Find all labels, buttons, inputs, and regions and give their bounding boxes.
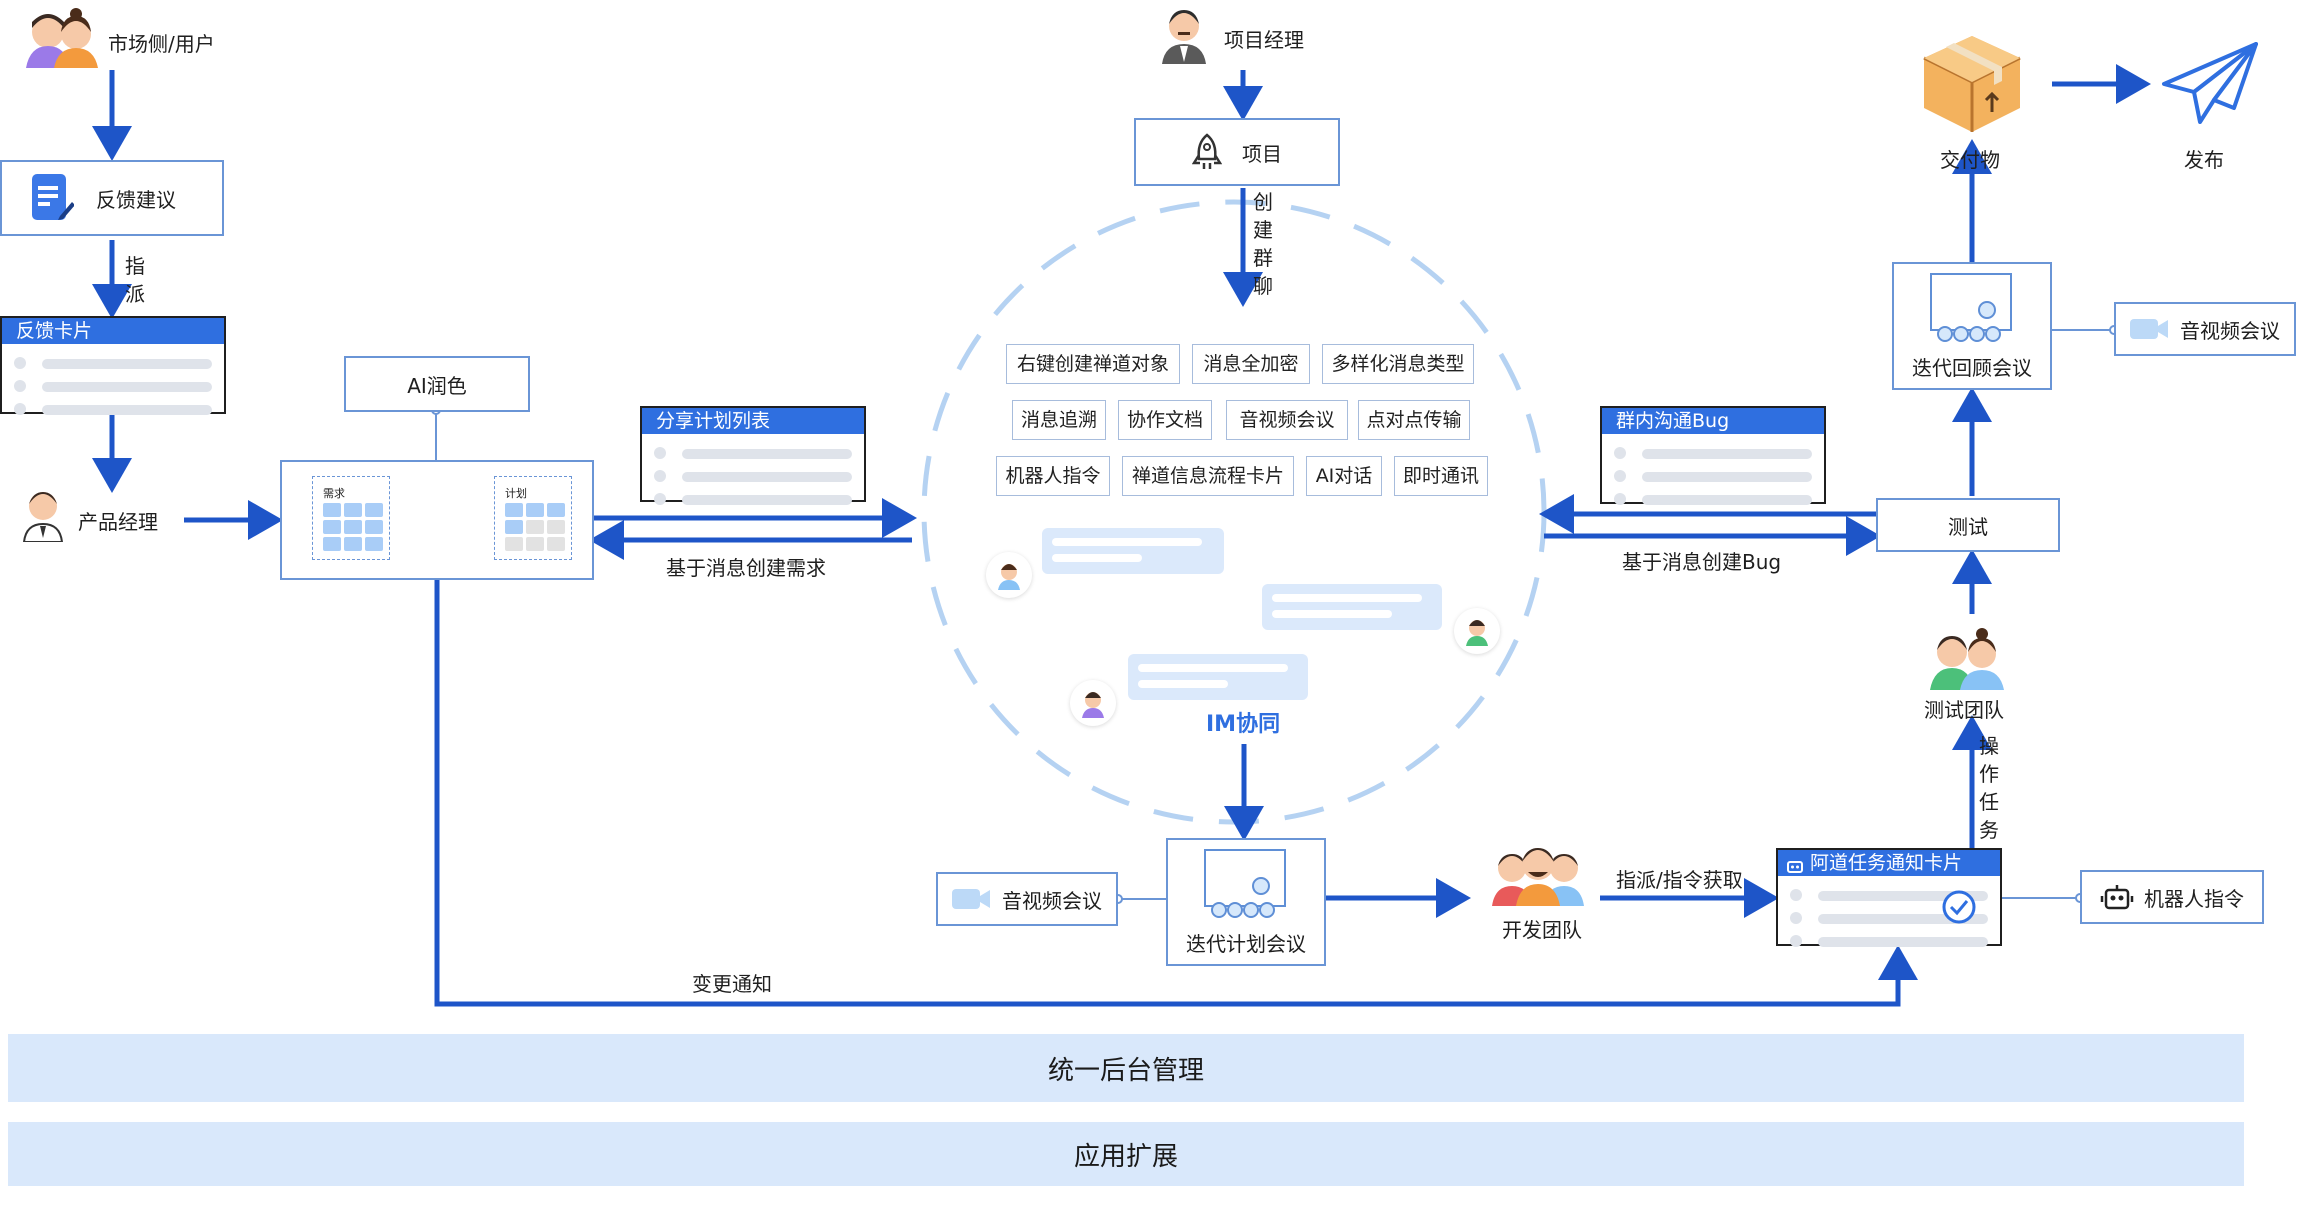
robot-command-label: 机器人指令 bbox=[2144, 886, 2244, 911]
feedback-card-title: 反馈卡片 bbox=[2, 318, 224, 344]
robot-icon bbox=[2100, 882, 2134, 912]
ai-polish-node[interactable]: AI润色 bbox=[344, 356, 530, 412]
feature-chip-9[interactable]: AI对话 bbox=[1306, 456, 1382, 496]
test-label: 测试 bbox=[1948, 514, 1988, 539]
unified-admin-label: 统一后台管理 bbox=[1047, 1055, 1204, 1086]
task-notify-card-title: 阿道任务通知卡片 bbox=[1778, 850, 2000, 876]
project-node[interactable]: 项目 bbox=[1134, 118, 1340, 186]
project-manager-avatar-icon bbox=[1156, 2, 1212, 64]
av-meeting-right-label: 音视频会议 bbox=[2180, 318, 2280, 343]
av-meeting-left-node[interactable]: 音视频会议 bbox=[936, 872, 1118, 926]
app-extension-label: 应用扩展 bbox=[1073, 1141, 1178, 1172]
robot-command-node[interactable]: 机器人指令 bbox=[2080, 870, 2264, 924]
project-manager-label: 项目经理 bbox=[1224, 28, 1304, 52]
app-extension-band: 应用扩展 bbox=[8, 1122, 2244, 1186]
check-circle-icon bbox=[1942, 890, 1976, 924]
group-bug-card[interactable]: 群内沟通Bug bbox=[1600, 406, 1826, 505]
chat-user-avatar-icon bbox=[986, 552, 1032, 598]
iteration-plan-label: 迭代计划会议 bbox=[1186, 931, 1306, 956]
project-label: 项目 bbox=[1242, 141, 1282, 166]
test-team-label: 测试团队 bbox=[1924, 698, 2004, 722]
feature-chip-3[interactable]: 消息追溯 bbox=[1012, 400, 1106, 440]
ai-polish-label: AI润色 bbox=[407, 373, 467, 398]
chat-user-avatar-icon bbox=[1454, 608, 1500, 654]
feature-chip-1[interactable]: 消息全加密 bbox=[1192, 344, 1310, 384]
dev-team-label: 开发团队 bbox=[1502, 918, 1582, 942]
test-node[interactable]: 测试 bbox=[1876, 498, 2060, 552]
av-meeting-right-node[interactable]: 音视频会议 bbox=[2114, 302, 2296, 356]
feature-chip-7[interactable]: 机器人指令 bbox=[996, 456, 1110, 496]
create-group-chat-label: 创建群聊 bbox=[1253, 190, 1273, 298]
av-meeting-left-label: 音视频会议 bbox=[1002, 888, 1102, 913]
feature-chip-0[interactable]: 右键创建禅道对象 bbox=[1006, 344, 1180, 384]
rocket-icon bbox=[1191, 133, 1223, 171]
meeting-screen-icon bbox=[1201, 848, 1291, 924]
deliverable-box-icon bbox=[1916, 28, 2028, 140]
plan-grid[interactable]: 计划 bbox=[494, 476, 572, 560]
dev-team-avatar-icon bbox=[1486, 840, 1590, 906]
feature-chip-4[interactable]: 协作文档 bbox=[1118, 400, 1212, 440]
feedback-suggestion-label: 反馈建议 bbox=[96, 187, 176, 212]
task-notify-card[interactable]: 阿道任务通知卡片 bbox=[1776, 848, 2002, 947]
create-bug-from-msg-label: 基于消息创建Bug bbox=[1622, 550, 1782, 574]
plan-grid-title: 计划 bbox=[505, 487, 527, 500]
feedback-card[interactable]: 反馈卡片 bbox=[0, 316, 226, 415]
feature-chip-6[interactable]: 点对点传输 bbox=[1358, 400, 1470, 440]
change-notice-label: 变更通知 bbox=[692, 972, 772, 996]
video-camera-icon bbox=[2130, 317, 2170, 341]
operate-task-label: 操作任务 bbox=[1979, 734, 1999, 842]
requirement-grid[interactable]: 需求 bbox=[312, 476, 390, 560]
unified-admin-band: 统一后台管理 bbox=[8, 1034, 2244, 1102]
chat-bubble bbox=[1262, 584, 1442, 630]
share-plan-card[interactable]: 分享计划列表 bbox=[640, 406, 866, 505]
meeting-screen-icon bbox=[1927, 272, 2017, 348]
iteration-review-label: 迭代回顾会议 bbox=[1912, 355, 2032, 380]
requirement-grid-title: 需求 bbox=[323, 487, 345, 500]
iteration-review-node[interactable]: 迭代回顾会议 bbox=[1892, 262, 2052, 390]
feedback-suggestion-node[interactable]: 反馈建议 bbox=[0, 160, 224, 236]
market-user-avatar-icon bbox=[22, 6, 102, 68]
group-bug-card-title: 群内沟通Bug bbox=[1602, 408, 1824, 434]
chat-bubble bbox=[1042, 528, 1224, 574]
test-team-avatar-icon bbox=[1924, 624, 2008, 690]
create-req-from-msg-label: 基于消息创建需求 bbox=[666, 556, 826, 580]
im-collab-label: IM协同 bbox=[1206, 712, 1281, 737]
product-manager-avatar-icon bbox=[22, 486, 64, 543]
feature-chip-8[interactable]: 禅道信息流程卡片 bbox=[1122, 456, 1294, 496]
share-plan-card-title: 分享计划列表 bbox=[642, 408, 864, 434]
task-notify-card-title-text: 阿道任务通知卡片 bbox=[1810, 852, 1963, 874]
document-icon bbox=[30, 172, 75, 224]
product-manager-label: 产品经理 bbox=[78, 510, 158, 534]
feature-chip-10[interactable]: 即时通讯 bbox=[1394, 456, 1488, 496]
paper-plane-icon bbox=[2160, 40, 2258, 124]
deliverable-label: 交付物 bbox=[1940, 148, 2000, 172]
iteration-plan-node[interactable]: 迭代计划会议 bbox=[1166, 838, 1326, 966]
robot-mini-icon bbox=[1786, 855, 1804, 873]
chat-user-avatar-icon bbox=[1070, 680, 1116, 726]
video-camera-icon bbox=[952, 887, 992, 911]
arrow-change-notice bbox=[434, 580, 1918, 1007]
market-user-label: 市场侧/用户 bbox=[108, 32, 215, 56]
assign-label: 指派 bbox=[125, 254, 145, 306]
release-label: 发布 bbox=[2184, 148, 2224, 172]
chat-bubble bbox=[1128, 654, 1308, 700]
feature-chip-2[interactable]: 多样化消息类型 bbox=[1322, 344, 1474, 384]
feature-chip-5[interactable]: 音视频会议 bbox=[1226, 400, 1348, 440]
assign-fetch-label: 指派/指令获取 bbox=[1616, 868, 1743, 892]
